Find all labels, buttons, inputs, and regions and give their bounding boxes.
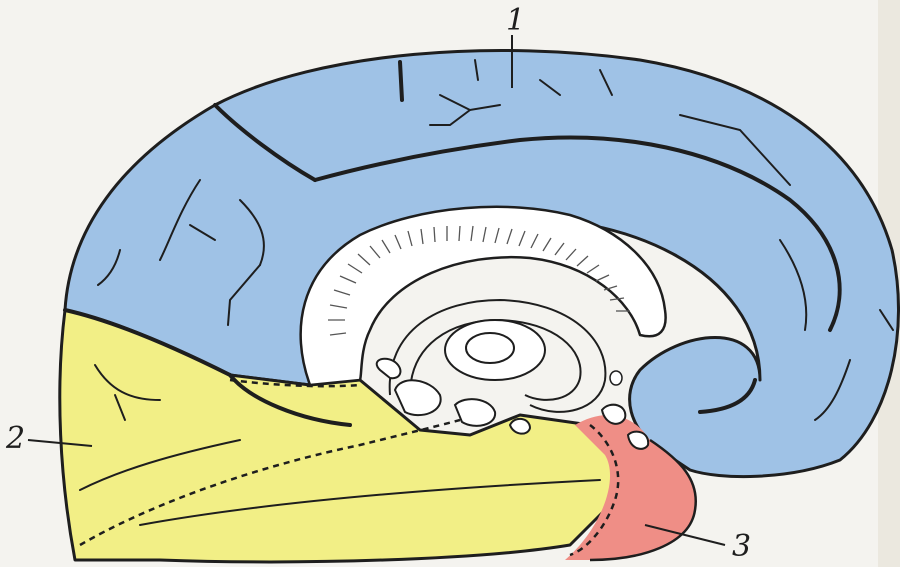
label-1: 1 (506, 3, 525, 38)
label-2: 2 (5, 421, 25, 456)
thalamus-center (466, 333, 514, 363)
pineal-nub (610, 371, 622, 385)
label-3: 3 (732, 529, 751, 564)
